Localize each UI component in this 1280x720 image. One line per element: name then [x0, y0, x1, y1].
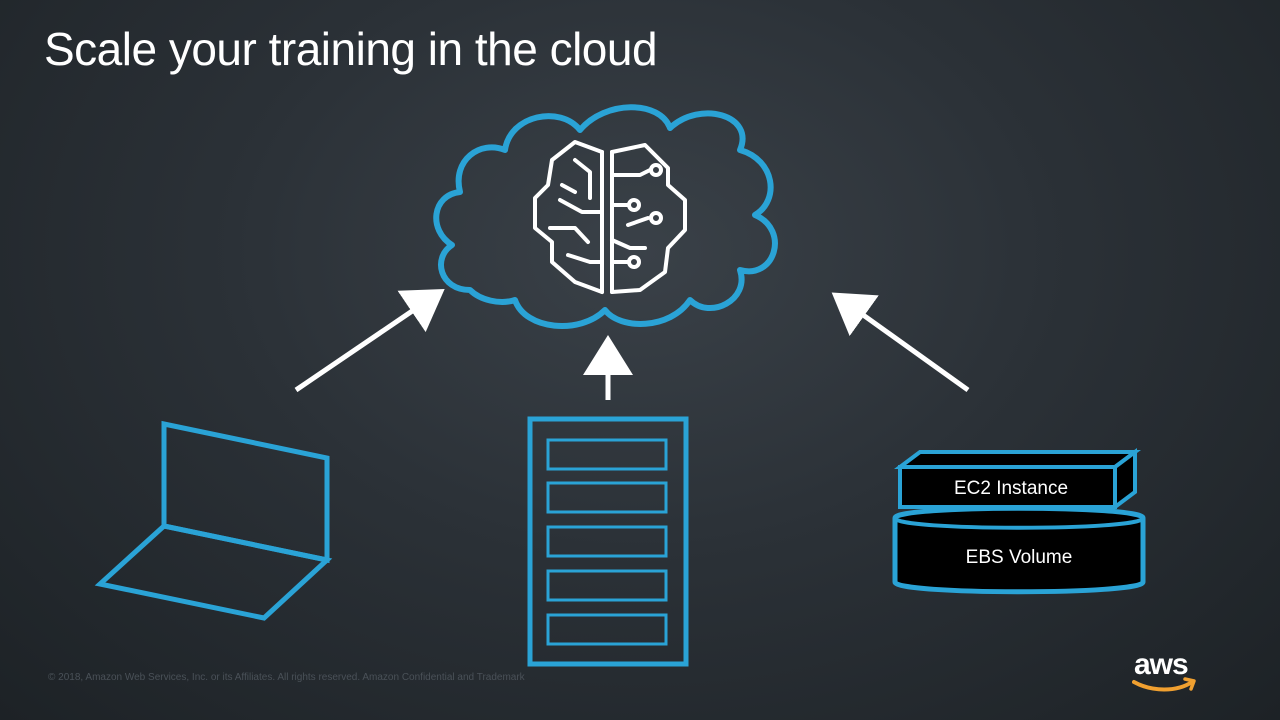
- cloud-icon: [433, 104, 778, 329]
- aws-smile-icon: [1132, 677, 1196, 692]
- ebs-volume-label: EBS Volume: [966, 547, 1073, 568]
- cloud-node: [433, 104, 778, 329]
- ec2-instance-label: EC2 Instance: [954, 478, 1068, 499]
- copyright-notice: © 2018, Amazon Web Services, Inc. or its…: [48, 672, 525, 683]
- laptop-icon: [94, 420, 333, 621]
- brain-circuit-icon: [533, 140, 687, 294]
- aws-logo: aws: [1128, 648, 1208, 698]
- arrow-ec2-to-cloud: [831, 292, 970, 393]
- ebs-volume-icon: EBS Volume: [892, 505, 1146, 595]
- slide-title: Scale your training in the cloud: [44, 23, 658, 75]
- arrow-laptop-to-cloud: [294, 288, 445, 393]
- server-rack-icon: [527, 416, 689, 667]
- aws-logo-text: aws: [1134, 648, 1189, 681]
- ec2-instance-icon: EC2 Instance: [894, 448, 1141, 511]
